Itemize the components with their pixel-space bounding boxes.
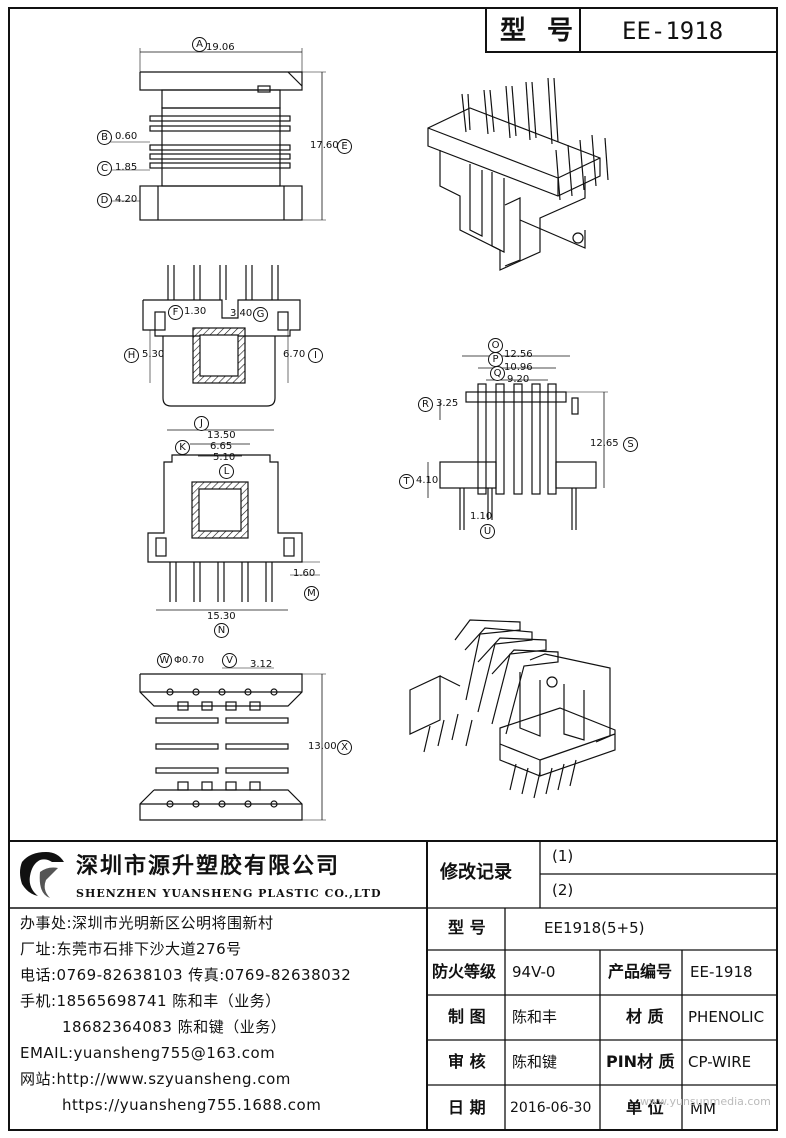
company-logo-mark (20, 852, 64, 898)
company-phone: 电话:0769-82638103 传真:0769-82638032 (20, 966, 352, 984)
callout-A: A (192, 37, 207, 52)
company-mobile-1: 手机:18565698741 陈和丰（业务） (20, 992, 281, 1010)
callout-W: W (157, 653, 172, 668)
revision-label: 修改记录 (440, 862, 512, 883)
header-model: EE-1918 (622, 17, 724, 45)
callout-M: M (304, 586, 319, 601)
callout-N: N (214, 623, 229, 638)
dim-value-O: 12.56 (504, 349, 533, 360)
product-no-label: 产品编号 (608, 962, 673, 981)
callout-V: V (222, 653, 237, 668)
header-title-label: 型 号 (500, 16, 580, 46)
dim-value-B: 0.60 (115, 131, 138, 142)
sheet-border (8, 7, 778, 1131)
dim-value-I: 6.70 (283, 349, 306, 360)
dim-value-E: 17.60 (310, 140, 339, 151)
view-side (142, 265, 301, 407)
view-front (110, 48, 326, 221)
dim-value-A: 19.06 (206, 42, 235, 53)
reviewed-by-value: 陈和键 (512, 1053, 558, 1071)
callout-T: T (399, 474, 414, 489)
callout-G: G (253, 307, 268, 322)
company-website-1: 网站:http://www.szyuansheng.com (20, 1070, 291, 1088)
callout-C: C (97, 161, 112, 176)
callout-D: D (97, 193, 112, 208)
fire-rating-label: 防火等级 (432, 962, 497, 981)
header-box (485, 7, 778, 53)
revision-2: (2) (552, 881, 574, 899)
pin-material-label: PIN材 质 (606, 1052, 675, 1071)
revision-1: (1) (552, 847, 574, 865)
product-no-value: EE-1918 (690, 963, 753, 981)
reviewed-by-label: 审 核 (448, 1052, 486, 1071)
model-value: EE1918(5+5) (544, 919, 645, 937)
dim-value-S: 12.65 (590, 438, 619, 449)
dim-value-R: 3.25 (436, 398, 459, 409)
dim-value-X: 13.00 (308, 741, 337, 752)
company-name-en: SHENZHEN YUANSHENG PLASTIC CO.,LTD (76, 887, 382, 900)
dim-value-K: 6.65 (210, 441, 233, 452)
dim-value-N: 15.30 (207, 611, 236, 622)
company-email: EMAIL:yuansheng755@163.com (20, 1044, 276, 1062)
company-office: 办事处:深圳市光明新区公明将围新村 (20, 914, 274, 932)
callout-S: S (623, 437, 638, 452)
callout-I: I (308, 348, 323, 363)
dim-value-G: 3.40 (230, 308, 253, 319)
callout-X: X (337, 740, 352, 755)
dim-value-H: 5.30 (142, 349, 165, 360)
dim-value-C: 1.85 (115, 162, 138, 173)
date-value: 2016-06-30 (510, 1100, 592, 1116)
callout-F: F (168, 305, 183, 320)
callout-B: B (97, 130, 112, 145)
callout-K: K (175, 440, 190, 455)
callout-H: H (124, 348, 139, 363)
callout-E: E (337, 139, 352, 154)
dim-value-P: 10.96 (504, 362, 533, 373)
callout-Q: Q (490, 366, 505, 381)
dim-value-F: 1.30 (184, 306, 207, 317)
drawn-by-label: 制 图 (448, 1007, 486, 1026)
unit-label: 单 位 (626, 1098, 664, 1117)
view-iso-bottom (409, 619, 616, 799)
fire-rating-value: 94V-0 (512, 963, 556, 981)
dim-value-J: 13.50 (207, 430, 236, 441)
drawn-by-value: 陈和丰 (512, 1008, 558, 1026)
dim-value-T: 4.10 (416, 475, 439, 486)
dim-value-D: 4.20 (115, 194, 138, 205)
unit-value: MM (690, 1100, 716, 1118)
callout-J: J (194, 416, 209, 431)
company-factory: 厂址:东莞市石排下沙大道276号 (20, 940, 242, 958)
dim-value-V: 3.12 (250, 659, 273, 670)
dim-value-U: 1.10 (470, 511, 493, 522)
dim-value-W: Φ0.70 (174, 655, 205, 666)
company-mobile-2: 18682364083 陈和键（业务） (62, 1018, 287, 1036)
watermark: www.yunsunmedia.com (640, 1095, 771, 1108)
dim-value-L: 5.10 (213, 452, 236, 463)
view-front-right (427, 355, 608, 530)
callout-R: R (418, 397, 433, 412)
date-label: 日 期 (448, 1098, 486, 1117)
material-label: 材 质 (626, 1007, 664, 1026)
view-top (139, 667, 326, 821)
dim-value-M: 1.60 (293, 568, 316, 579)
company-website-2: https://yuansheng755.1688.com (62, 1096, 322, 1114)
view-iso-top (427, 77, 609, 271)
callout-P: P (488, 352, 503, 367)
callout-U: U (480, 524, 495, 539)
callout-O: O (488, 338, 503, 353)
model-label: 型 号 (448, 918, 486, 937)
pin-material-value: CP-WIRE (688, 1053, 752, 1071)
company-name-cn: 深圳市源升塑胶有限公司 (76, 854, 341, 879)
material-value: PHENOLIC (688, 1008, 765, 1026)
callout-L: L (219, 464, 234, 479)
view-section (147, 429, 320, 611)
dim-value-Q: 9.20 (507, 374, 530, 385)
